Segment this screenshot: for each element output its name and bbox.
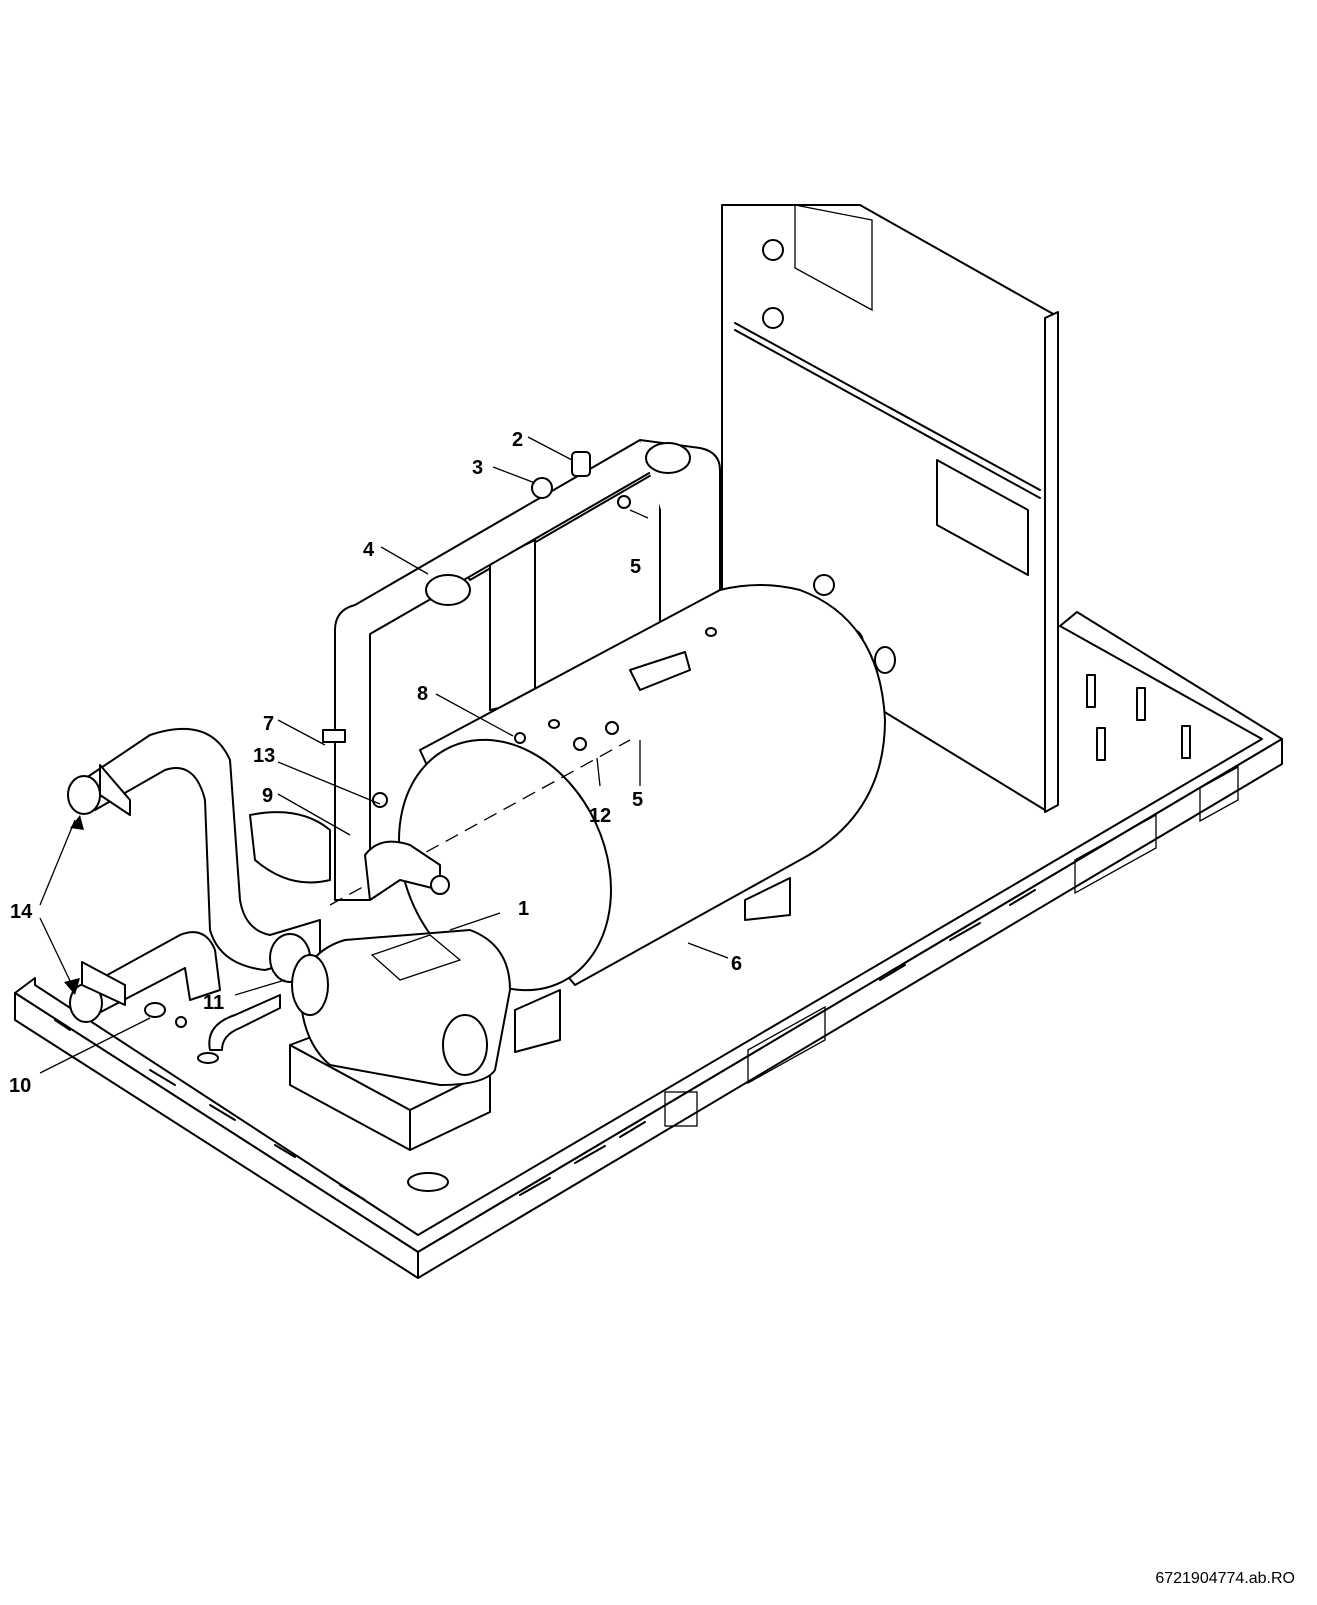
callout-5-upper: 5 <box>630 556 641 578</box>
base-frame <box>14 611 1283 1279</box>
storage-tank <box>329 584 886 1053</box>
callout-9: 9 <box>262 785 273 807</box>
callout-4: 4 <box>363 539 375 561</box>
callout-7: 7 <box>263 713 274 735</box>
callout-8: 8 <box>417 683 428 705</box>
callout-1: 1 <box>518 898 529 920</box>
callout-3: 3 <box>472 457 483 479</box>
frame-slots <box>54 765 1239 1201</box>
mounting-studs <box>1086 674 1191 761</box>
callout-6: 6 <box>731 953 742 975</box>
callout-2: 2 <box>512 429 523 451</box>
callout-labels: 1 2 3 4 5 5 6 7 8 9 10 11 12 13 14 <box>9 429 742 1097</box>
pump-assembly <box>144 729 511 1151</box>
leader-lines <box>39 436 729 1074</box>
return-pipe <box>67 727 331 1051</box>
callout-14: 14 <box>10 901 33 923</box>
callout-11: 11 <box>203 992 224 1014</box>
callout-13: 13 <box>253 745 275 767</box>
drawing-reference-number: 6721904774.ab.RO <box>1155 1570 1295 1587</box>
callout-10: 10 <box>9 1075 31 1097</box>
callout-12: 12 <box>589 805 611 827</box>
callout-5-lower: 5 <box>632 789 643 811</box>
